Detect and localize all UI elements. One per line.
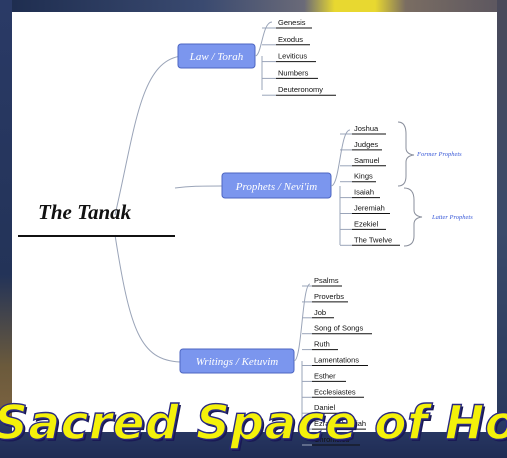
leaf-item: Esther xyxy=(314,371,336,380)
leaf-item: Ecclesiastes xyxy=(314,387,356,396)
background-right xyxy=(497,0,507,458)
leaf-item: Jeremiah xyxy=(354,204,385,213)
leaf-item: The Twelve xyxy=(354,235,392,244)
leaf-item: Chronicles xyxy=(314,435,350,444)
leaf-item: Joshua xyxy=(354,124,379,133)
leaf-item: Numbers xyxy=(278,68,309,77)
connector-writings xyxy=(114,234,181,363)
leaf-item: Ruth xyxy=(314,340,330,349)
brace-former xyxy=(397,121,415,187)
leaf-item: Daniel xyxy=(314,403,336,412)
connector-prophets xyxy=(174,185,223,189)
group-latter-label: Latter Prophets xyxy=(431,214,473,221)
background-left xyxy=(0,0,12,458)
leaf-item: Psalms xyxy=(314,276,339,285)
leaf-item: Genesis xyxy=(278,18,306,27)
leaf-item: Judges xyxy=(354,140,378,149)
bracket-law xyxy=(254,21,273,90)
brace-latter xyxy=(403,187,423,247)
leaf-item: Ezra-Nehemiah xyxy=(314,419,366,428)
bracket-prophets xyxy=(330,129,351,245)
leaf-item: Proverbs xyxy=(314,292,344,301)
leaf-item: Job xyxy=(314,308,326,317)
group-former-label: Former Prophets xyxy=(416,151,462,158)
leaf-item: Song of Songs xyxy=(314,324,363,333)
leaf-item: Ezekiel xyxy=(354,219,379,228)
branch-prophets-label: Prophets / Nevi'im xyxy=(235,181,317,193)
leaf-item: Leviticus xyxy=(278,52,307,61)
leaf-item: Lamentations xyxy=(314,356,359,365)
banner: Sacred Space of Hope... xyxy=(0,396,507,458)
branch-law-label: Law / Torah xyxy=(189,51,244,63)
leaf-item: Samuel xyxy=(354,156,380,165)
root-title: The Tanak xyxy=(38,200,132,224)
connector-law xyxy=(114,55,183,216)
leaf-items: GenesisExodusLeviticusNumbersDeuteronomy… xyxy=(262,18,400,446)
branch-writings-label: Writings / Ketuvim xyxy=(196,356,279,368)
banner-text: Sacred Space of Hope... xyxy=(0,396,507,452)
background-top xyxy=(0,0,507,14)
leaf-item: Exodus xyxy=(278,35,303,44)
leaf-item: Kings xyxy=(354,172,373,181)
leaf-item: Deuteronomy xyxy=(278,85,323,94)
leaf-item: Isaiah xyxy=(354,188,374,197)
